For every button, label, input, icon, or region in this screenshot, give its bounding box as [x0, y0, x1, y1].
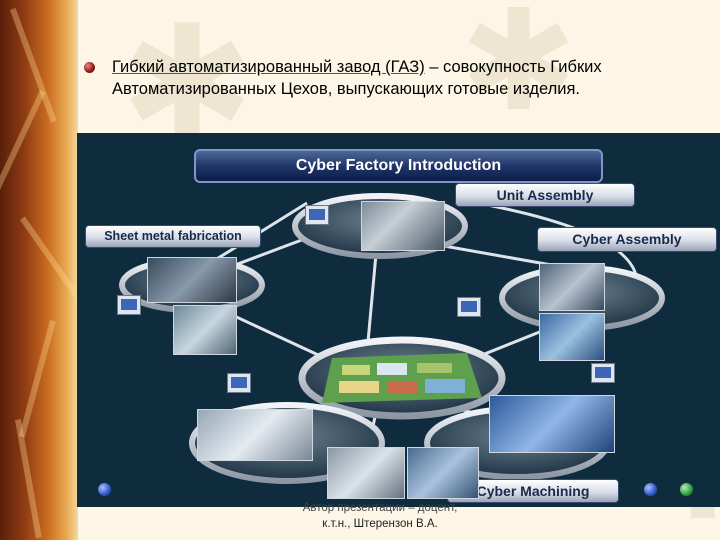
photo-office [173, 305, 237, 355]
heading-definition: – совокупность Гибких Автоматизированных… [112, 58, 602, 98]
photo-cyber-machining-2 [407, 447, 479, 499]
nav-dot-blue-icon[interactable] [98, 483, 111, 496]
footer-author-name: к.т.н., Штерензон В.А. [322, 518, 438, 530]
photo-control-room [197, 409, 313, 461]
computer-icon [227, 373, 251, 393]
photo-sheet-metal [147, 257, 237, 303]
footer-author-line: Автор презентации – доцент, [302, 502, 458, 514]
photo-cyber-machining-1 [327, 447, 405, 499]
diagram-title: Cyber Factory Introduction [194, 149, 603, 183]
computer-icon [305, 205, 329, 225]
photo-cyber-assembly-2 [539, 313, 605, 361]
nav-dot-blue-icon[interactable] [644, 483, 657, 496]
cyber-factory-diagram: Cyber Factory Introduction Unit Assembly… [77, 133, 720, 507]
photo-unit-assembly [361, 201, 445, 251]
computer-icon [591, 363, 615, 383]
label-unit-assembly: Unit Assembly [455, 183, 635, 207]
nav-dot-green-icon[interactable] [680, 483, 693, 496]
label-cyber-machining: Cyber Machining [447, 479, 619, 503]
photo-cyber-machining-3 [489, 395, 615, 453]
computer-icon [457, 297, 481, 317]
computer-icon [117, 295, 141, 315]
decorative-side-strip [0, 0, 78, 540]
factory-floor-plan [322, 353, 482, 403]
bullet-icon [84, 62, 95, 73]
photo-cyber-assembly-1 [539, 263, 605, 311]
heading-term: Гибкий автоматизированный завод (ГАЗ) [112, 58, 425, 76]
label-cyber-assembly: Cyber Assembly [537, 227, 717, 252]
slide-footer: Автор презентации – доцент, к.т.н., Штер… [260, 500, 500, 532]
label-sheet-metal-fabrication: Sheet metal fabrication [85, 225, 261, 248]
slide-text: Гибкий автоматизированный завод (ГАЗ) – … [112, 56, 702, 100]
